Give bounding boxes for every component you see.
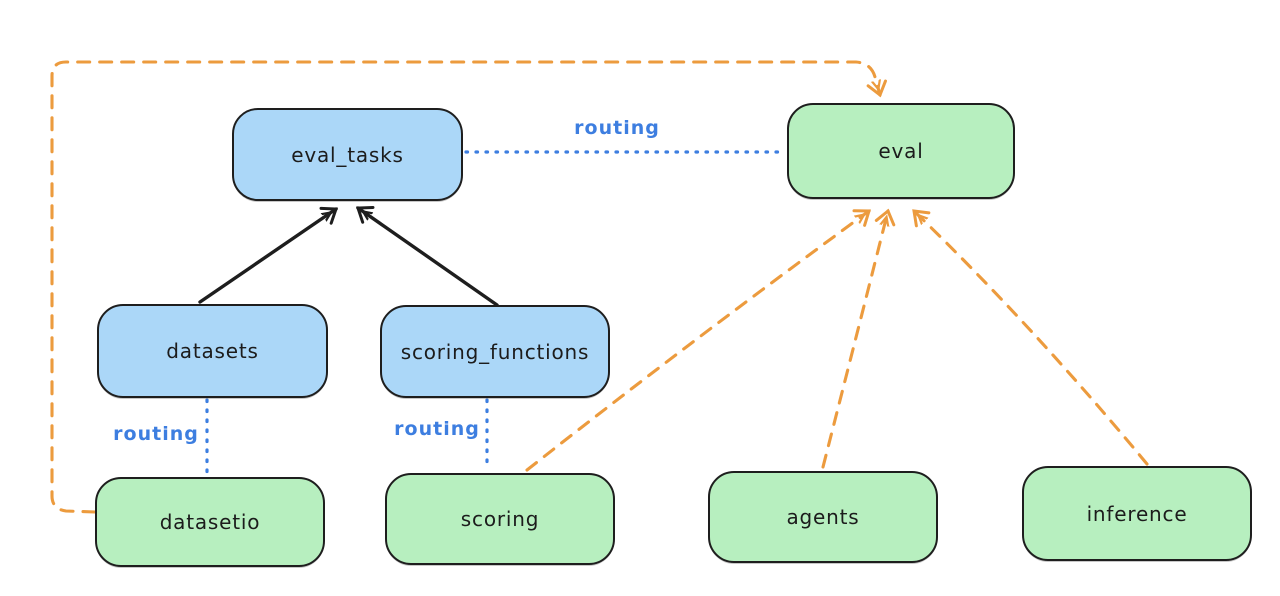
node-label: eval_tasks	[291, 142, 404, 167]
node-inference: inference	[1022, 466, 1252, 561]
edge-label-routing-datasets-datasetio: routing	[113, 423, 199, 445]
node-label: agents	[786, 505, 860, 529]
edge-datasetio-to-eval	[50, 60, 880, 514]
node-datasets: datasets	[97, 304, 328, 398]
node-eval: eval	[787, 103, 1015, 199]
node-label: datasets	[166, 339, 259, 363]
node-scoring: scoring	[385, 473, 615, 565]
edge-agents-to-eval	[821, 211, 888, 469]
edge-label-routing-eval-tasks-eval: routing	[574, 117, 660, 139]
edge-label-routing-scoring-functions-scoring: routing	[394, 418, 480, 440]
node-label: scoring_functions	[400, 339, 590, 364]
node-label: datasetio	[159, 510, 261, 534]
node-label: scoring	[460, 507, 540, 531]
edge-scoring-functions-to-eval-tasks	[358, 208, 499, 307]
edge-datasets-to-eval-tasks	[198, 209, 336, 304]
node-scoring-functions: scoring_functions	[380, 305, 610, 398]
node-agents: agents	[708, 471, 938, 563]
node-label: eval	[878, 139, 924, 163]
node-label: inference	[1086, 501, 1188, 526]
node-datasetio: datasetio	[95, 477, 325, 567]
node-eval-tasks: eval_tasks	[232, 108, 463, 201]
edge-inference-to-eval	[914, 211, 1149, 466]
